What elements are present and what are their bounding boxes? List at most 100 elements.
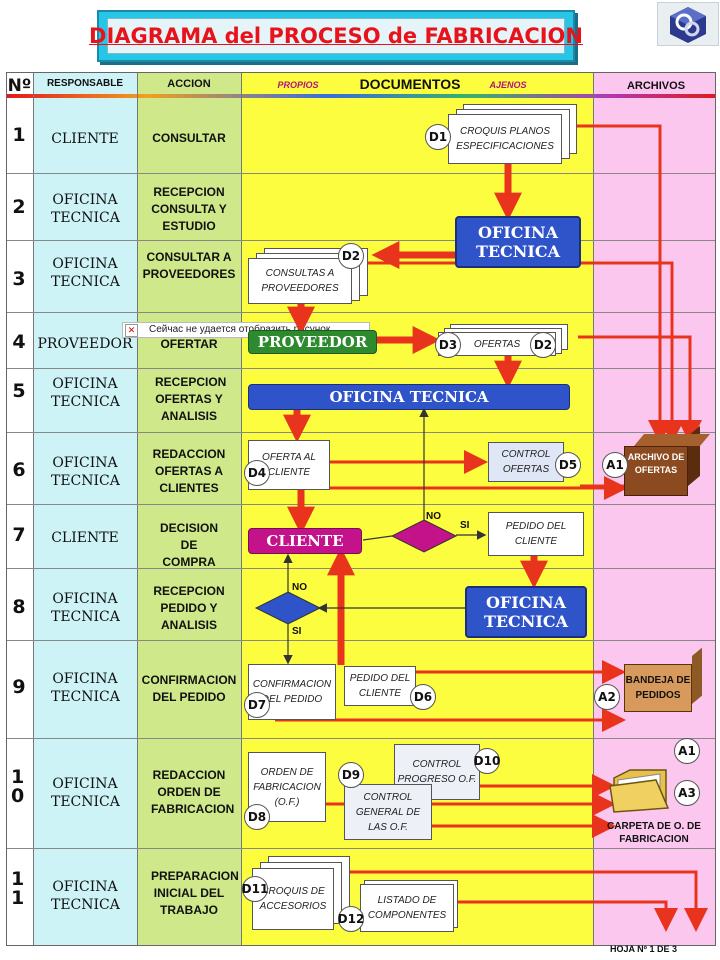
document-consultas-proveedores: CONSULTAS A PROVEEDORES <box>248 258 352 304</box>
row-divider <box>6 368 716 369</box>
badge-d10: D10 <box>474 748 500 774</box>
accion-cell: CONSULTAR A PROVEEDORES <box>142 250 236 281</box>
badge-a3: A3 <box>674 780 700 806</box>
badge-d4: D4 <box>244 460 270 486</box>
decision-diamond <box>390 519 458 553</box>
tray-label: BANDEJA DE PEDIDOS <box>625 675 691 701</box>
responsable-cell: OFICINA TECNICA <box>51 192 120 226</box>
row-divider <box>6 432 716 433</box>
accion-cell: OFERTAR <box>160 337 218 351</box>
process-proveedor: PROVEEDOR <box>248 330 377 354</box>
accion-cell: RECEPCION CONSULTA Y ESTUDIO <box>151 185 227 233</box>
row-number: 4 <box>12 331 26 353</box>
row-number: 1 <box>12 124 26 146</box>
row-number: 9 <box>12 676 26 698</box>
page-title: DIAGRAMA del PROCESO de FABRICACION <box>89 24 583 48</box>
responsable-cell: OFICINA TECNICA <box>51 591 120 625</box>
responsable-cell: PROVEEDOR <box>37 336 133 352</box>
badge-d5: D5 <box>555 452 581 478</box>
header-ajenos: AJENOS <box>489 80 527 90</box>
badge-d11: D11 <box>242 876 268 902</box>
folder-icon <box>609 769 670 813</box>
title-banner: DIAGRAMA del PROCESO de FABRICACION <box>89 10 583 62</box>
row-number: 3 <box>12 268 26 290</box>
responsable-cell: CLIENTE <box>51 530 119 546</box>
row-number: 7 <box>12 524 26 546</box>
archive-box-top <box>634 434 711 446</box>
header-documentos: DOCUMENTOS <box>359 76 461 92</box>
column-accion <box>137 72 241 946</box>
accion-cell: CONSULTAR <box>152 131 226 145</box>
row-number: 5 <box>12 380 26 402</box>
accion-cell: RECEPCION OFERTAS Y ANALISIS <box>155 375 227 423</box>
row-divider <box>6 240 716 241</box>
responsable-cell: OFICINA TECNICA <box>51 671 120 705</box>
badge-d7: D7 <box>244 692 270 718</box>
page-footer: HOJA Nº 1 DE 3 <box>610 944 677 954</box>
archive-box: ARCHIVO DE OFERTAS <box>624 446 688 496</box>
header-propios: PROPIOS <box>277 80 319 90</box>
header-accion: ACCION <box>167 78 211 90</box>
decision-si-label: SI <box>292 626 302 637</box>
badge-d12: D12 <box>338 906 364 932</box>
grid-line <box>593 72 594 946</box>
responsable-cell: CLIENTE <box>51 131 119 147</box>
carpeta-label: CARPETA DE O. DE FABRICACION <box>607 821 701 845</box>
row-divider <box>6 312 716 313</box>
grid-line <box>33 72 34 946</box>
header-num: Nº <box>7 76 32 96</box>
responsable-cell: OFICINA TECNICA <box>51 776 120 810</box>
header-archivos: ARCHIVOS <box>626 80 686 92</box>
responsable-cell: OFICINA TECNICA <box>51 879 120 913</box>
responsable-cell: OFICINA TECNICA <box>51 376 120 410</box>
row-number: 8 <box>12 596 26 618</box>
badge-a1: A1 <box>674 738 700 764</box>
document-croquis-planos: CROQUIS PLANOS ESPECIFICACIONES <box>448 114 562 164</box>
document-pedido-cliente: PEDIDO DEL CLIENTE <box>344 666 416 706</box>
process-oficina-tecnica-wide: OFICINA TECNICA <box>248 384 570 410</box>
header-responsable: RESPONSABLE <box>46 78 124 89</box>
badge-d3: D3 <box>435 332 461 358</box>
badge-a2: A2 <box>594 684 620 710</box>
accion-cell: RECEPCION PEDIDO Y ANALISIS <box>153 584 225 632</box>
document-pedido-cliente: PEDIDO DEL CLIENTE <box>488 512 584 556</box>
broken-image-icon: ✕ <box>125 324 138 337</box>
decision-no-label: NO <box>426 511 441 522</box>
tray-box-side <box>692 647 702 704</box>
row-divider <box>6 848 716 849</box>
badge-d2: D2 <box>530 332 556 358</box>
row-number: 11 <box>11 868 25 909</box>
row-divider <box>6 640 716 641</box>
document-control-general: CONTROL GENERAL DE LAS O.F. <box>344 784 432 840</box>
document-croquis-accesorios: CROQUIS DE ACCESORIOS <box>252 868 334 930</box>
logo-icon <box>670 7 706 43</box>
responsable-cell: OFICINA TECNICA <box>51 455 120 489</box>
grid-line <box>241 72 242 946</box>
accion-cell: DECISION DE COMPRA <box>159 521 218 569</box>
process-oficina-tecnica: OFICINA TECNICA <box>455 216 581 268</box>
badge-d9: D9 <box>338 762 364 788</box>
badge-d6: D6 <box>410 684 436 710</box>
accion-cell: PREPARACION INICIAL DEL TRABAJO <box>151 869 239 917</box>
accion-cell: REDACCION ORDEN DE FABRICACION <box>151 768 235 816</box>
accion-cell: REDACCION OFERTAS A CLIENTES <box>152 447 226 495</box>
document-control-ofertas: CONTROL OFERTAS <box>488 442 564 482</box>
column-num <box>6 72 33 946</box>
column-responsable <box>33 72 137 946</box>
badge-d2: D2 <box>338 243 364 269</box>
grid-line <box>137 72 138 946</box>
decision-diamond <box>254 591 322 625</box>
document-confirmacion-pedido: CONFIRMACION DEL PEDIDO <box>248 664 336 720</box>
row-number: 10 <box>11 766 25 807</box>
responsable-cell: OFICINA TECNICA <box>51 256 120 290</box>
document-listado-componentes: LISTADO DE COMPONENTES <box>360 884 454 932</box>
badge-d1: D1 <box>425 124 451 150</box>
row-number: 2 <box>12 196 26 218</box>
header-divider <box>6 94 716 98</box>
badge-d8: D8 <box>244 804 270 830</box>
broken-image-text: Сейчас не удается отобразить рисунок. <box>149 324 333 335</box>
row-divider <box>6 504 716 505</box>
company-logo <box>657 2 719 46</box>
row-number: 6 <box>12 459 26 481</box>
accion-cell: CONFIRMACION DEL PEDIDO <box>141 673 237 704</box>
